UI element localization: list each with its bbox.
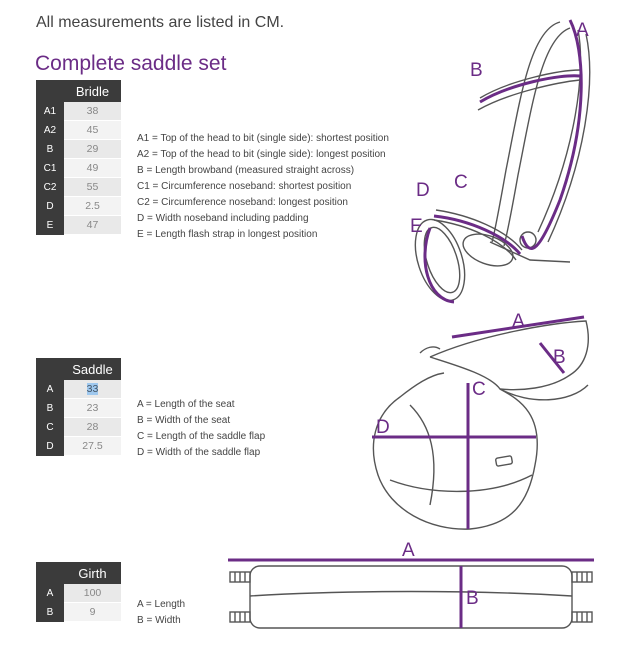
row-key: B bbox=[36, 139, 64, 159]
row-value: 23 bbox=[64, 398, 121, 418]
legend-item: B = Width bbox=[137, 615, 181, 626]
measurement-note: All measurements are listed in CM. bbox=[36, 14, 285, 31]
bridle-label-c: C bbox=[454, 172, 468, 193]
legend-item: C1 = Circumference noseband: shortest po… bbox=[137, 181, 352, 192]
row-key: D bbox=[36, 436, 64, 456]
girth-diagram: A B bbox=[228, 540, 594, 629]
girth-legend: A = Length B = Width bbox=[137, 597, 185, 629]
bridle-heading: Bridle bbox=[64, 80, 121, 102]
table-corner bbox=[36, 358, 64, 380]
girth-label-a: A bbox=[402, 540, 415, 561]
legend-item: C = Length of the saddle flap bbox=[137, 431, 266, 442]
row-key: A bbox=[36, 584, 64, 603]
row-value: 45 bbox=[64, 120, 121, 140]
row-key: A2 bbox=[36, 120, 64, 140]
legend-item: A = Length bbox=[137, 599, 186, 610]
row-value: 100 bbox=[64, 584, 121, 603]
bridle-label-a: A bbox=[576, 20, 589, 41]
legend-item: A1 = Top of the head to bit (single side… bbox=[137, 133, 389, 144]
saddle-label-a: A bbox=[512, 311, 525, 332]
table-row: A 33 bbox=[36, 380, 121, 399]
row-key: C2 bbox=[36, 177, 64, 197]
bridle-label-e: E bbox=[410, 216, 423, 237]
table-corner bbox=[36, 80, 64, 102]
row-key: A bbox=[36, 380, 64, 399]
saddle-heading: Saddle bbox=[64, 358, 121, 380]
row-value: 49 bbox=[64, 158, 121, 178]
bridle-measure-lines bbox=[423, 19, 583, 304]
legend-item: A2 = Top of the head to bit (single side… bbox=[137, 149, 386, 160]
row-value: 29 bbox=[64, 139, 121, 159]
bridle-outline bbox=[414, 21, 591, 302]
selected-value: 33 bbox=[86, 383, 99, 395]
bridle-label-d: D bbox=[416, 180, 430, 201]
girth-heading: Girth bbox=[64, 562, 121, 584]
row-value: 2.5 bbox=[64, 196, 121, 216]
saddle-outline bbox=[372, 320, 589, 530]
row-value: 9 bbox=[64, 602, 121, 622]
row-key: C bbox=[36, 417, 64, 437]
row-key: B bbox=[36, 602, 64, 622]
legend-item: A = Length of the seat bbox=[137, 399, 235, 410]
row-value: 38 bbox=[64, 102, 121, 121]
saddle-label-d: D bbox=[376, 417, 390, 438]
legend-item: E = Length flash strap in longest positi… bbox=[137, 229, 318, 240]
legend-item: D = Width of the saddle flap bbox=[137, 447, 261, 458]
saddle-legend: A = Length of the seat B = Width of the … bbox=[137, 397, 265, 461]
saddle-label-b: B bbox=[553, 347, 566, 368]
bridle-label-b: B bbox=[470, 60, 483, 81]
row-value: 28 bbox=[64, 417, 121, 437]
girth-outline bbox=[229, 565, 593, 629]
row-key: B bbox=[36, 398, 64, 418]
legend-item: B = Length browband (measured straight a… bbox=[137, 165, 355, 176]
row-value: 47 bbox=[64, 215, 121, 235]
row-key: D bbox=[36, 196, 64, 216]
girth-label-b: B bbox=[466, 588, 479, 609]
bridle-legend: A1 = Top of the head to bit (single side… bbox=[137, 131, 389, 243]
legend-item: D = Width noseband including padding bbox=[137, 213, 309, 224]
saddle-measure-lines bbox=[372, 315, 585, 529]
page-title: Complete saddle set bbox=[35, 52, 227, 75]
table-corner bbox=[36, 562, 64, 584]
row-key: E bbox=[36, 215, 64, 235]
bridle-diagram: A B C D E bbox=[410, 19, 591, 304]
saddle-label-c: C bbox=[472, 379, 486, 400]
girth-measure-lines bbox=[228, 558, 594, 628]
legend-item: C2 = Circumference noseband: longest pos… bbox=[137, 197, 348, 208]
legend-item: B = Width of the seat bbox=[137, 415, 231, 426]
row-value: 27.5 bbox=[64, 436, 121, 456]
row-value: 33 bbox=[64, 380, 121, 399]
row-key: C1 bbox=[36, 158, 64, 178]
row-value: 55 bbox=[64, 177, 121, 197]
saddle-diagram: A B C D bbox=[372, 311, 589, 530]
row-key: A1 bbox=[36, 102, 64, 121]
